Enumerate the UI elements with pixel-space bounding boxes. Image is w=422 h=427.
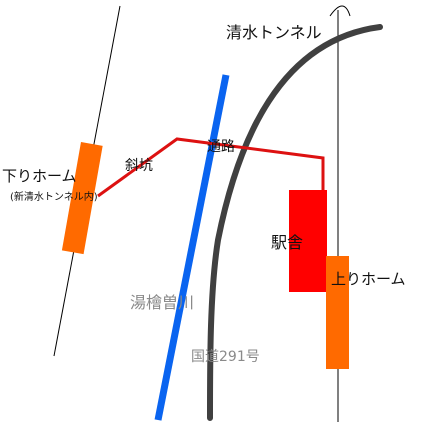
river-label: 湯檜曽川	[130, 293, 194, 312]
station-building-label: 駅舎	[271, 233, 303, 252]
down-platform	[61, 142, 103, 255]
tunnel-label: 清水トンネル	[226, 23, 322, 42]
railway-curve	[207, 24, 383, 421]
station-building	[289, 190, 327, 292]
down-platform-label: 下りホーム	[2, 167, 77, 185]
inclined-shaft-label: 斜坑	[125, 158, 153, 174]
up-platform-label: 上りホーム	[331, 270, 406, 288]
inclined-shaft-and-passage	[97, 137, 325, 198]
road-label: 国道291号	[191, 349, 260, 365]
passage-label: 通路	[207, 139, 235, 155]
up-line-tunnel-arc	[329, 5, 351, 17]
down-platform-note: (新清水トンネル内)	[10, 190, 98, 203]
river-line	[154, 74, 230, 421]
up-platform	[326, 256, 349, 369]
